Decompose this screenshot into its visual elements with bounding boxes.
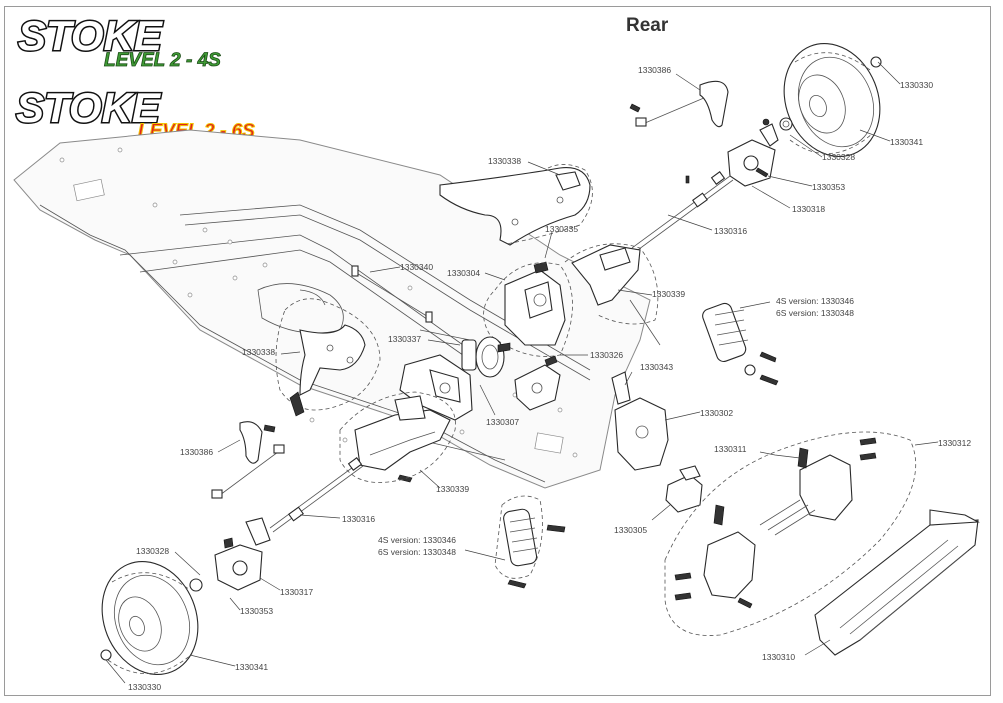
label-rear-shock-6s: 6S version: 1330348 (776, 308, 854, 318)
servo-mount (514, 355, 561, 411)
rear-wheel (779, 42, 882, 158)
label-1330302: 1330302 (700, 408, 733, 418)
front-driveshaft (269, 457, 364, 533)
label-1330328-bottom: 1330328 (136, 546, 169, 556)
label-front-shock-6s: 6S version: 1330348 (378, 547, 456, 557)
brace-rod-end (351, 265, 359, 277)
logo-brand-6s: STOKE (16, 84, 162, 131)
front-turnbuckle (211, 421, 285, 499)
front-wheel (100, 560, 199, 676)
center-gearbox (399, 354, 473, 421)
label-1330330-top: 1330330 (900, 80, 933, 90)
rear-bulkhead (611, 371, 669, 471)
front-shock (494, 495, 566, 589)
bumper-mount (665, 465, 703, 513)
label-1330317: 1330317 (280, 587, 313, 597)
label-1330338-left: 1330338 (242, 347, 275, 357)
rear-label: Rear (626, 15, 669, 36)
label-1330304: 1330304 (447, 268, 480, 278)
label-1330341-bottom: 1330341 (235, 662, 268, 672)
label-1330307: 1330307 (486, 417, 519, 427)
label-1330316-top: 1330316 (714, 226, 747, 236)
rear-wing (814, 509, 980, 656)
rear-turnbuckle (629, 80, 729, 128)
label-1330311: 1330311 (714, 444, 747, 454)
center-diff (419, 329, 511, 378)
front-shock-tower (275, 298, 381, 417)
part-labels: 1330386 1330330 1330341 1330328 1330353 … (128, 65, 971, 692)
rear-driveshaft (631, 171, 734, 253)
label-1330335: 1330335 (545, 224, 578, 234)
diagram-frame (4, 6, 991, 696)
label-1330353-top: 1330353 (812, 182, 845, 192)
label-front-shock-4s: 4S version: 1330346 (378, 535, 456, 545)
rear-shock-tower (439, 164, 593, 246)
label-1330326: 1330326 (590, 350, 623, 360)
label-rear-shock-4s: 4S version: 1330346 (776, 296, 854, 306)
label-1330330-bottom: 1330330 (128, 682, 161, 692)
label-1330316-bottom: 1330316 (342, 514, 375, 524)
label-1330343: 1330343 (640, 362, 673, 372)
rear-gearbox (483, 261, 573, 357)
label-1330305: 1330305 (614, 525, 647, 535)
label-1330328-top: 1330328 (822, 152, 855, 162)
label-1330339-bottom: 1330339 (436, 484, 469, 494)
label-1330353-bottom: 1330353 (240, 606, 273, 616)
wing-mount-group (664, 431, 917, 636)
logo-variant-4s: LEVEL 2 - 4S (104, 50, 221, 71)
label-1330318: 1330318 (792, 204, 825, 214)
label-1330340: 1330340 (400, 262, 433, 272)
label-1330312: 1330312 (938, 438, 971, 448)
brace-rod (354, 271, 431, 319)
label-1330341-top: 1330341 (890, 137, 923, 147)
label-1330386-top: 1330386 (638, 65, 671, 75)
logo-brand-4s: STOKE (18, 12, 164, 59)
rear-hub-carrier (727, 118, 779, 187)
logo-stoke-4s: STOKE LEVEL 2 - 4S (17, 11, 222, 72)
rear-arm (564, 243, 661, 346)
label-1330386-left: 1330386 (180, 447, 213, 457)
label-1330338-top: 1330338 (488, 156, 521, 166)
label-1330339-top: 1330339 (652, 289, 685, 299)
rear-shock (702, 302, 779, 386)
leader-lines (105, 61, 939, 684)
label-1330310: 1330310 (762, 652, 795, 662)
front-arm (339, 391, 456, 483)
label-1330337: 1330337 (388, 334, 421, 344)
front-hub-carrier (189, 517, 271, 592)
